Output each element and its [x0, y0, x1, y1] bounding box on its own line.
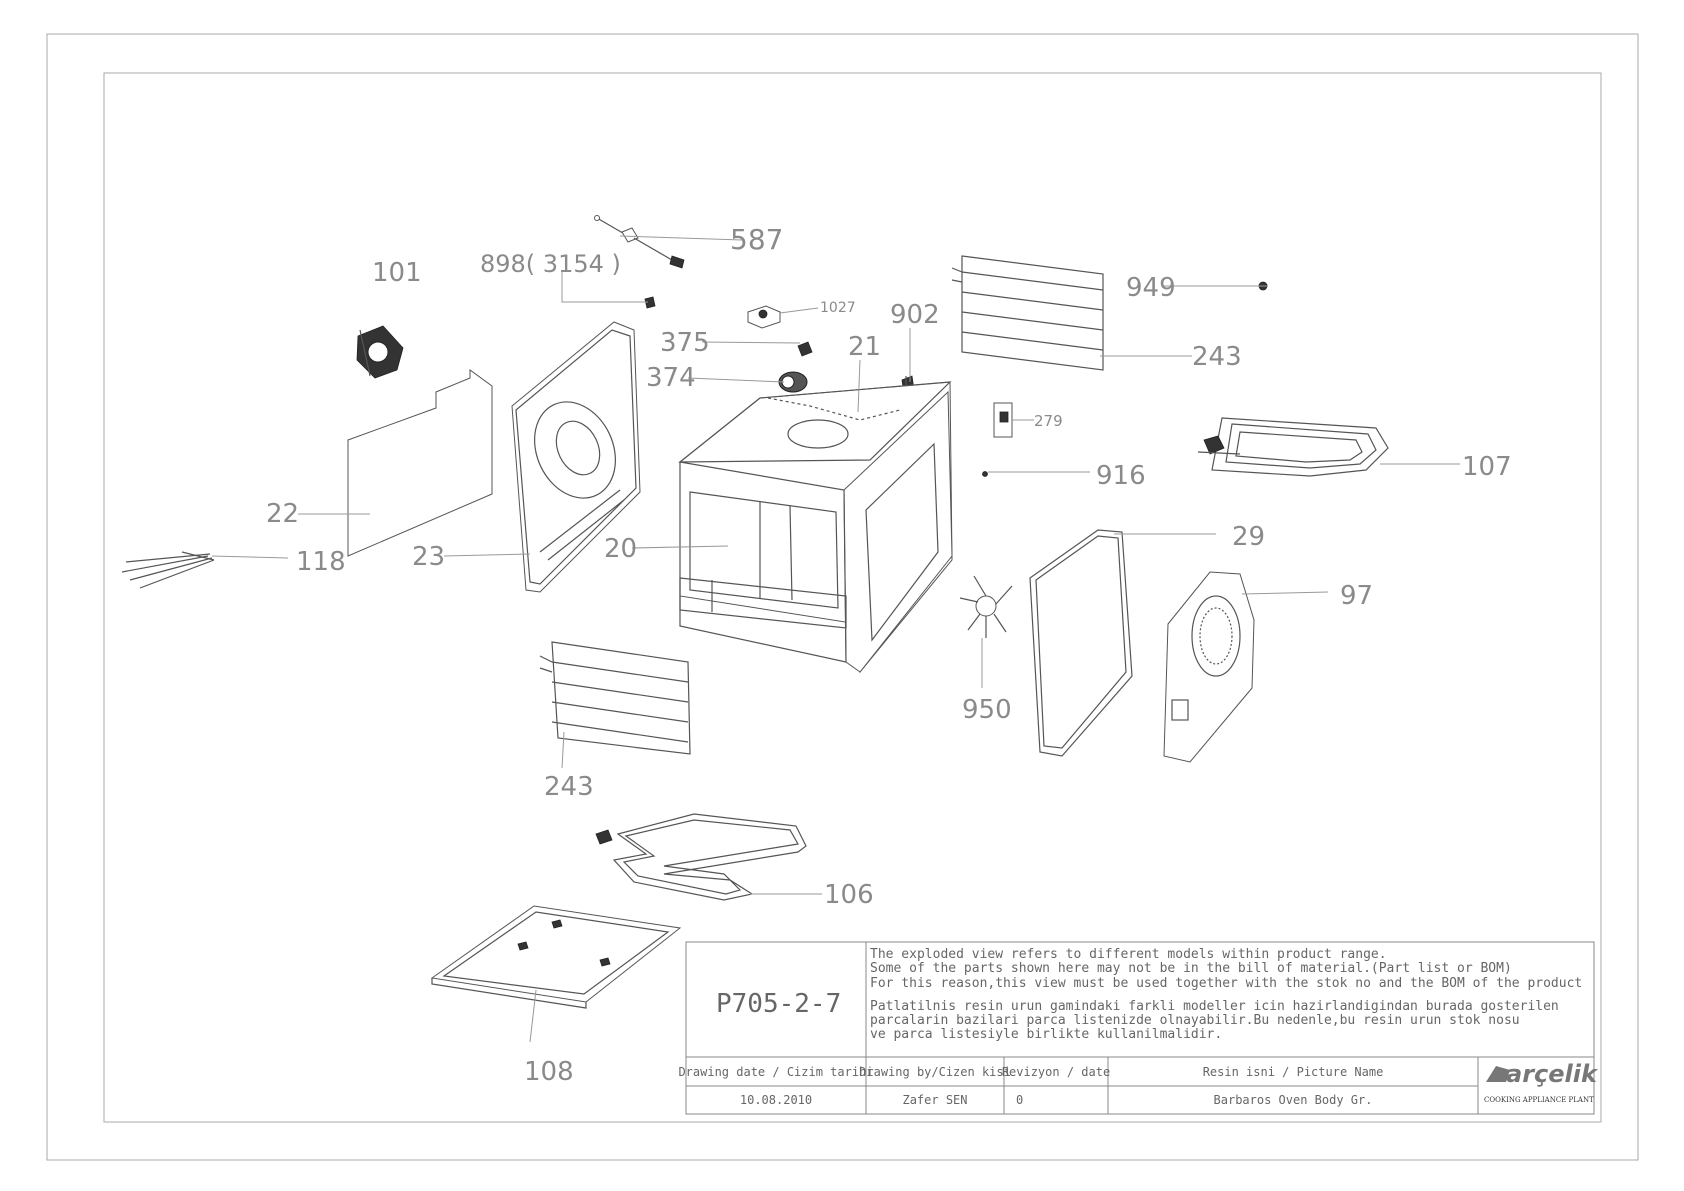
part-29-door-gasket — [1029, 529, 1133, 757]
value-drawing-date: 10.08.2010 — [740, 1093, 812, 1107]
header-revision: Revizyon / date — [1002, 1065, 1110, 1079]
value-picture-name: Barbaros Oven Body Gr. — [1214, 1093, 1373, 1107]
part-916-screw — [982, 471, 988, 477]
part-243-top-side-rack — [951, 255, 1104, 371]
callout-949: 949 — [1126, 273, 1176, 303]
callout-243-top: 243 — [1192, 342, 1242, 372]
part-97-fan-cover — [1163, 571, 1255, 763]
note-tr-line-3: ve parca listesiyle birlikte kullanilmal… — [870, 1027, 1222, 1042]
callout-22: 22 — [266, 499, 299, 529]
inner-border — [103, 72, 1602, 1123]
part-1027-thermostat — [747, 305, 781, 329]
callout-902: 902 — [890, 300, 940, 330]
part-118-wires — [121, 551, 215, 589]
title-block: P705-2-7 The exploded view refers to dif… — [678, 941, 1599, 1115]
callout-1027: 1027 — [820, 300, 856, 316]
callout-107: 107 — [1462, 452, 1512, 482]
note-en-line-3: For this reason,this view must be used t… — [870, 976, 1582, 991]
callout-labels: 587 898( 3154 ) 101 1027 902 949 375 21 … — [266, 223, 1512, 1087]
callout-97: 97 — [1340, 581, 1373, 611]
part-101-fan-motor — [356, 325, 404, 379]
part-23-back-panel — [511, 321, 641, 593]
note-tr-line-2: parcalarin bazilari parca listenizde oln… — [870, 1013, 1520, 1028]
callout-279: 279 — [1034, 412, 1063, 430]
part-106-bottom-heater — [595, 813, 807, 901]
note-en-line-1: The exploded view refers to different mo… — [870, 947, 1387, 962]
part-22-insulation — [347, 369, 493, 557]
callout-375: 375 — [660, 328, 710, 358]
header-picture-name: Resin isni / Picture Name — [1203, 1065, 1384, 1079]
callout-243-bottom: 243 — [544, 772, 594, 802]
callout-108: 108 — [524, 1057, 574, 1087]
callout-20: 20 — [604, 534, 637, 564]
callout-23: 23 — [412, 542, 445, 572]
callout-101: 101 — [372, 258, 422, 288]
callout-106: 106 — [824, 880, 874, 910]
callout-916: 916 — [1096, 461, 1146, 491]
header-drawing-by: Drawing by/Cizen kisi — [859, 1065, 1011, 1079]
callout-29: 29 — [1232, 522, 1265, 552]
part-107-grill-element — [1197, 417, 1389, 477]
part-20-21-oven-cavity — [678, 381, 953, 674]
plant-name: COOKING APPLIANCE PLANT — [1484, 1096, 1594, 1104]
part-375-lamp — [797, 341, 813, 357]
leader-lines — [211, 235, 1460, 1043]
part-587-sensor-cable — [594, 215, 685, 269]
part-108-bottom-plate — [430, 905, 682, 1009]
drawing-number: P705-2-7 — [716, 989, 841, 1019]
callout-374: 374 — [646, 363, 696, 393]
part-950-fan-blade — [959, 575, 1013, 638]
part-243-bottom-side-rack — [539, 641, 691, 755]
part-279-switch — [993, 402, 1013, 438]
brand-name: arçelik — [1506, 1060, 1599, 1088]
callout-118: 118 — [296, 547, 346, 577]
part-898-clip — [644, 296, 656, 309]
value-drawing-by: Zafer SEN — [902, 1093, 967, 1107]
callout-950: 950 — [962, 695, 1012, 725]
note-tr-line-1: Patlatilnis resin urun gamindaki farkli … — [870, 999, 1559, 1014]
note-en-line-2: Some of the parts shown here may not be … — [870, 961, 1512, 976]
callout-898: 898( 3154 ) — [480, 250, 621, 278]
callout-21: 21 — [848, 332, 881, 362]
header-drawing-date: Drawing date / Cizim tarihi — [678, 1065, 873, 1079]
part-374-lamp-holder — [778, 371, 808, 393]
outer-border — [46, 33, 1639, 1161]
arcelik-logo: arçelik COOKING APPLIANCE PLANT — [1484, 1060, 1599, 1104]
callout-587: 587 — [730, 223, 783, 256]
value-revision: 0 — [1016, 1093, 1023, 1107]
